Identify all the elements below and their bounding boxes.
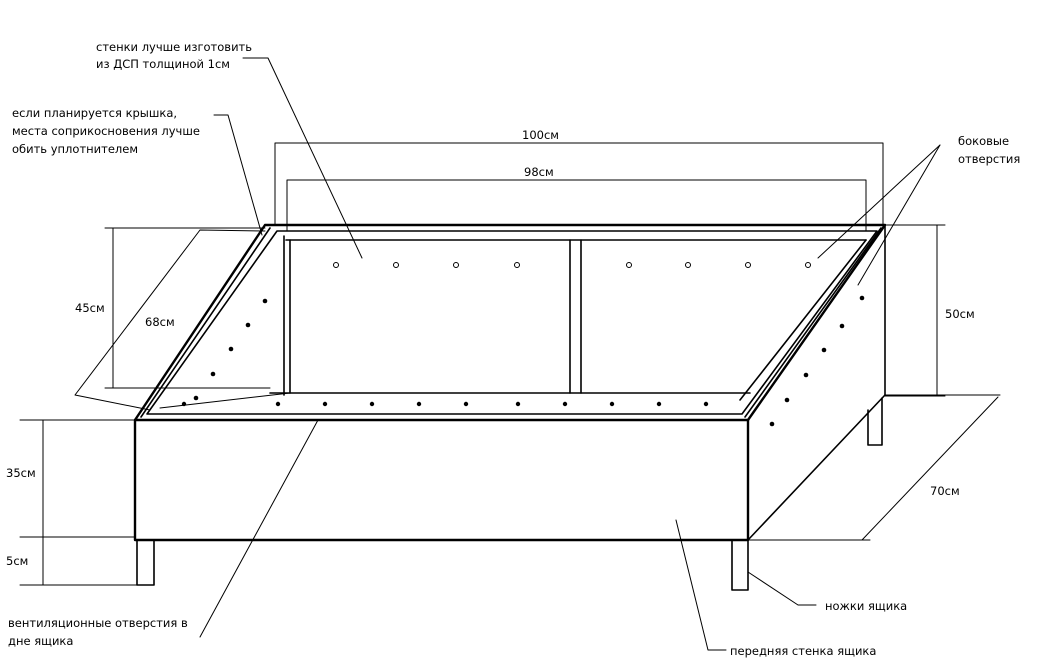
hole — [769, 421, 775, 427]
annotations: стенки лучше изготовить из ДСП толщиной … — [6, 40, 1020, 658]
hole — [745, 262, 751, 268]
right-wall-holes — [769, 295, 865, 427]
hole — [193, 395, 199, 401]
label-front-wall: передняя стенка ящика — [730, 644, 876, 658]
dim-diagonal — [74, 229, 266, 411]
dim-label-68: 68см — [145, 315, 175, 329]
right-rim-line — [744, 227, 882, 418]
dim-label-5: 5см — [6, 554, 28, 568]
dim-outer-height — [884, 224, 946, 397]
leader-side-holes-2 — [857, 144, 941, 286]
leader-side-holes-1 — [817, 144, 941, 259]
inner-floor-left — [159, 392, 291, 409]
label-lid-1: если планируется крышка, — [12, 106, 177, 120]
hole — [416, 401, 422, 407]
hole — [369, 401, 375, 407]
hole — [656, 401, 662, 407]
label-vent-1: вентиляционные отверстия в — [8, 616, 188, 630]
hole — [333, 262, 339, 268]
front-wall — [133, 418, 750, 542]
dimension-lines — [19, 142, 1001, 586]
leader-legs — [747, 571, 817, 606]
hole — [228, 346, 234, 352]
hole — [626, 262, 632, 268]
hole — [685, 262, 691, 268]
top-rim-inner — [146, 230, 878, 415]
dim-label-45: 45см — [75, 301, 105, 315]
hole — [453, 262, 459, 268]
hole — [181, 401, 187, 407]
dim-label-50: 50см — [945, 307, 975, 321]
hole — [515, 401, 521, 407]
hole — [805, 262, 811, 268]
dim-inner-length — [286, 179, 867, 232]
floor-holes — [181, 401, 709, 407]
leader-walls — [242, 57, 363, 259]
dim-label-100: 100см — [522, 128, 559, 142]
hole — [262, 298, 268, 304]
dim-front-height — [19, 419, 138, 586]
label-lid-2: места соприкосновения лучше — [12, 124, 200, 138]
leader-lid — [213, 114, 263, 236]
hole — [275, 401, 281, 407]
right-side-bottom — [747, 394, 886, 541]
hole — [514, 262, 520, 268]
label-legs: ножки ящика — [825, 599, 907, 613]
hole — [821, 347, 827, 353]
top-rim-outer — [133, 223, 887, 422]
leader-front-wall — [675, 519, 727, 651]
label-side-holes-2: отверстия — [958, 152, 1020, 166]
hole — [322, 401, 328, 407]
hole — [245, 322, 251, 328]
hole — [839, 323, 845, 329]
left-rim-line — [140, 227, 271, 418]
label-lid-3: обить уплотнителем — [12, 142, 138, 156]
dim-label-70: 70см — [930, 484, 960, 498]
hole — [703, 401, 709, 407]
hole — [609, 401, 615, 407]
right-inner-wall — [739, 239, 867, 401]
back-wall-holes — [333, 262, 811, 268]
dim-inner-height — [104, 227, 271, 389]
label-vent-2: дне ящика — [8, 634, 73, 648]
hole — [210, 371, 216, 377]
hole — [859, 295, 865, 301]
hole — [393, 262, 399, 268]
dim-depth — [747, 394, 1001, 541]
hole — [803, 372, 809, 378]
label-walls-1: стенки лучше изготовить — [96, 40, 252, 54]
front-left-leg — [136, 539, 155, 586]
dim-label-98: 98см — [524, 165, 554, 179]
box-body — [133, 223, 887, 591]
dim-outer-length — [274, 142, 884, 226]
back-right-leg — [867, 397, 883, 446]
hole — [463, 401, 469, 407]
dim-label-35: 35см — [6, 466, 36, 480]
label-side-holes-1: боковые — [958, 134, 1009, 148]
front-right-leg — [731, 539, 749, 591]
hole — [562, 401, 568, 407]
leader-vent — [199, 419, 319, 638]
label-walls-2: из ДСП толщиной 1см — [96, 57, 230, 71]
hole — [784, 397, 790, 403]
leader-lines — [199, 57, 941, 651]
left-wall-holes — [193, 298, 268, 401]
